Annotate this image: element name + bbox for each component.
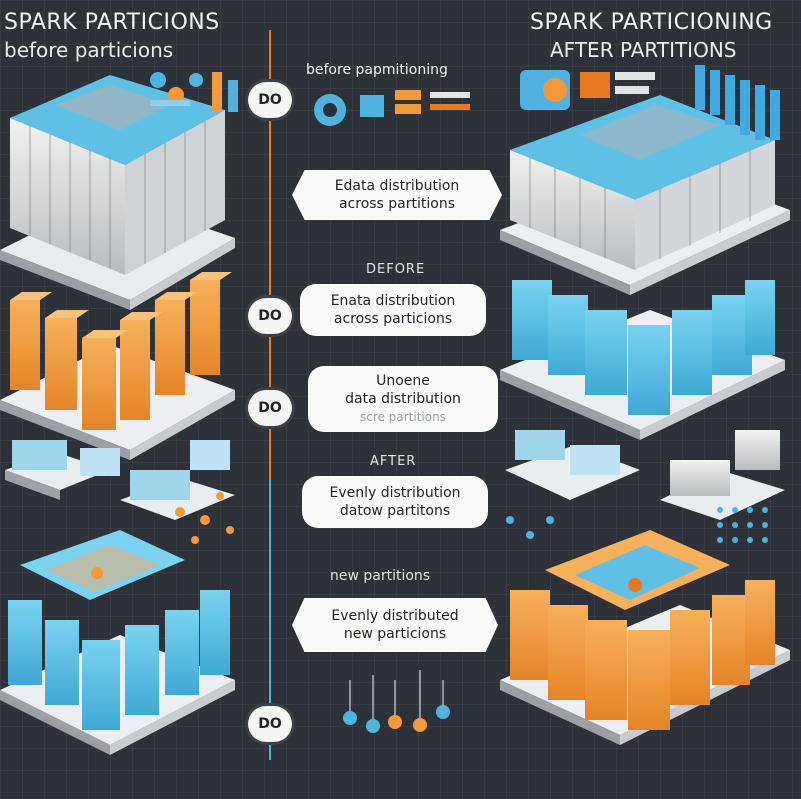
callout-data-distribution: Edata distribution across partitions: [292, 170, 502, 220]
callout-evenly-distribution: Evenly distribution datow partitons: [302, 476, 488, 528]
do-badge-1: DO: [248, 82, 292, 118]
callout-2-line-2: across particions: [333, 311, 453, 327]
center-header-label: before papmitioning: [306, 62, 448, 78]
right-bar-icons: [695, 65, 780, 140]
right-small-blocks: [505, 430, 785, 520]
after-label: AFTER: [370, 454, 417, 469]
left-block-stack-1: [0, 75, 235, 310]
callout-5-line-2: new particions: [343, 626, 447, 642]
callout-4-line-2: datow partitons: [339, 503, 451, 519]
callout-uneven-distribution: Unoene data distribution scre partitions: [308, 366, 498, 432]
new-partitions-label: new partitions: [330, 568, 431, 584]
left-icon-cluster: [150, 72, 238, 112]
right-block-stack-1: [500, 95, 790, 295]
left-subtitle: before particions: [4, 38, 174, 62]
do-badge-2: DO: [248, 298, 292, 334]
callout-5-line-1: Evenly distributed: [331, 608, 459, 624]
callout-enata-distribution: Enata distribution across particions: [300, 284, 486, 336]
left-block-stack-3: [0, 530, 235, 755]
left-small-blocks: [5, 440, 235, 544]
callout-4-line-1: Evenly distribution: [329, 485, 461, 501]
callout-3-line-2: data distribution: [345, 391, 461, 407]
do-badge-3: DO: [248, 390, 292, 426]
callout-2-line-1: Enata distribution: [330, 293, 456, 309]
callout-1-line-1: Edata distribution: [334, 178, 460, 194]
center-header-icons: [314, 90, 470, 126]
right-icon-cluster: [520, 70, 655, 110]
callout-evenly-distributed: Evenly distributed new particions: [292, 598, 498, 652]
before-label: DEFORE: [366, 262, 426, 277]
left-title: SPARK PARTICIONS: [4, 10, 220, 35]
right-subtitle: AFTER PARTITIONS: [550, 38, 737, 62]
callout-1-line-2: across partitions: [338, 196, 456, 212]
right-block-stack-2: [500, 280, 785, 440]
pin-icons: [343, 670, 450, 733]
left-block-stack-2: [0, 272, 235, 460]
right-dot-grid: [506, 507, 768, 543]
callout-3-line-1: Unoene: [376, 373, 430, 389]
do-badge-4: DO: [248, 706, 292, 742]
right-block-stack-3: [500, 530, 790, 745]
callout-3-line-3: scre partitions: [360, 410, 446, 424]
right-title: SPARK PARTICIONING: [530, 10, 773, 35]
